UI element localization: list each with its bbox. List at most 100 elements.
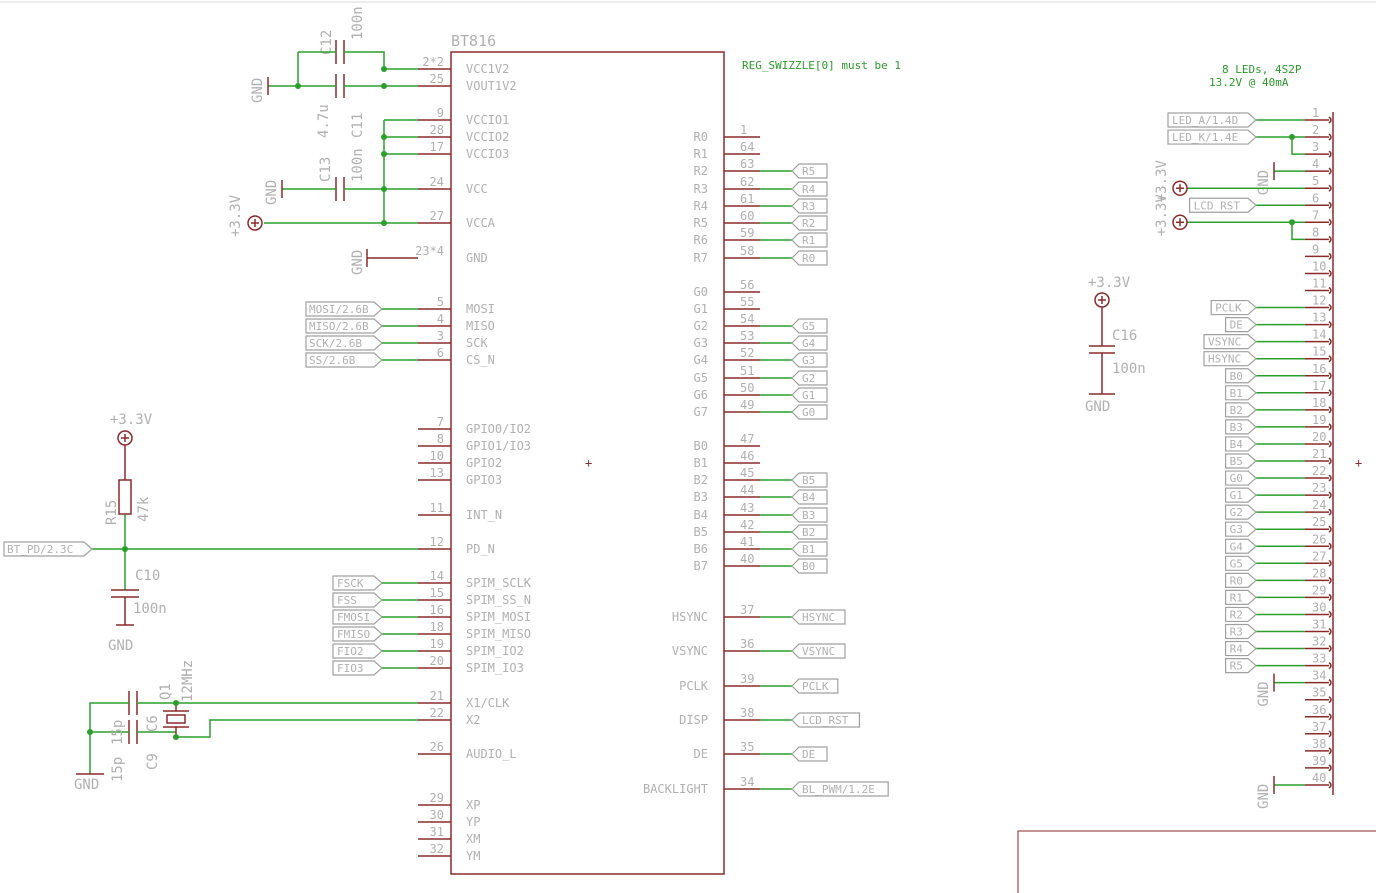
net-label: G5 bbox=[1230, 557, 1243, 570]
v33-label-2: +3.3V bbox=[110, 412, 153, 428]
pin-name: R5 bbox=[694, 216, 708, 230]
net-label: FIO2 bbox=[337, 645, 364, 658]
pin-number: 40 bbox=[740, 552, 754, 566]
pin-number: 22 bbox=[1312, 464, 1326, 478]
pin-name: B1 bbox=[694, 456, 708, 470]
gnd-label: GND bbox=[1256, 784, 1272, 809]
c16-name: C16 bbox=[1112, 328, 1137, 344]
pin-name: R6 bbox=[694, 233, 708, 247]
pin-number: 22 bbox=[430, 706, 444, 720]
pin-number: 8 bbox=[437, 432, 444, 446]
pin-number: 17 bbox=[1312, 379, 1326, 393]
pin-name: G5 bbox=[694, 371, 708, 385]
pin-number: 7 bbox=[437, 415, 444, 429]
pin-number: 20 bbox=[1312, 430, 1326, 444]
right-pin-1: 1R0 bbox=[694, 123, 760, 144]
pin-name: R0 bbox=[694, 130, 708, 144]
pin-name: VCCIO1 bbox=[466, 113, 509, 127]
pin-name: VCCIO2 bbox=[466, 130, 509, 144]
pin-name: SCK bbox=[466, 336, 488, 350]
connector-pin-5: 5+3.3V bbox=[1154, 159, 1332, 202]
pin-number: 9 bbox=[437, 106, 444, 120]
pin-number: 3 bbox=[437, 329, 444, 343]
pin-name: R7 bbox=[694, 251, 708, 265]
r15-value: 47k bbox=[136, 496, 152, 522]
pin-number: 39 bbox=[1312, 754, 1326, 768]
pin-number: 60 bbox=[740, 209, 754, 223]
pin-number: 32 bbox=[430, 842, 444, 856]
pin-name: SPIM_SCLK bbox=[466, 576, 532, 590]
pin-number: 28 bbox=[1312, 566, 1326, 580]
net-label: B2 bbox=[1230, 404, 1243, 417]
pin-name: B2 bbox=[694, 473, 708, 487]
pin-number: 11 bbox=[1312, 277, 1326, 291]
pin-number: 51 bbox=[740, 364, 754, 378]
net-label: R2 bbox=[1230, 608, 1243, 621]
q1-name: Q1 bbox=[158, 683, 174, 700]
pin-number: 26 bbox=[1312, 532, 1326, 546]
pin-name: SPIM_SS_N bbox=[466, 593, 531, 607]
net-label: G2 bbox=[1230, 506, 1243, 519]
pin-number: 13 bbox=[1312, 311, 1326, 325]
c6-name: C6 bbox=[145, 715, 161, 732]
pin-number: 15 bbox=[430, 586, 444, 600]
net-label: G0 bbox=[1230, 472, 1243, 485]
net-label: B4 bbox=[1230, 438, 1244, 451]
gnd-label-3: GND bbox=[350, 250, 366, 275]
c11-value: 4.7u bbox=[316, 104, 332, 138]
chip-name: BT816 bbox=[451, 32, 496, 50]
pin-number: 23 bbox=[1312, 481, 1326, 495]
pin-name: G4 bbox=[694, 353, 708, 367]
pin-number: 13 bbox=[430, 466, 444, 480]
net-label: VSYNC bbox=[1208, 336, 1241, 349]
pd-net-flag: BT_PD/2.3C bbox=[7, 543, 73, 556]
pin-name: GND bbox=[466, 251, 488, 265]
net-label: R5 bbox=[802, 165, 815, 178]
pin-number: 31 bbox=[1312, 618, 1326, 632]
net-label: G4 bbox=[802, 337, 816, 350]
connector-pin-39: 39 bbox=[1305, 754, 1332, 772]
pin-number: 34 bbox=[1312, 669, 1326, 683]
pin-number: 16 bbox=[1312, 362, 1326, 376]
pin-name: VSYNC bbox=[672, 644, 708, 658]
pin-name: B7 bbox=[694, 559, 708, 573]
pin-number: 1 bbox=[740, 123, 747, 137]
connector-pin-37: 37 bbox=[1305, 720, 1332, 738]
c9-name: C9 bbox=[145, 753, 161, 770]
net-label: SCK/2.6B bbox=[309, 337, 362, 350]
pin-number: 62 bbox=[740, 175, 754, 189]
pin-number: 34 bbox=[740, 775, 754, 789]
pin-name: VCCIO3 bbox=[466, 147, 509, 161]
pin-number: 18 bbox=[430, 620, 444, 634]
net-label: R4 bbox=[802, 183, 816, 196]
pin-number: 25 bbox=[1312, 515, 1326, 529]
net-label: B3 bbox=[1230, 421, 1243, 434]
pin-number: 6 bbox=[437, 346, 444, 360]
pin-number: 16 bbox=[430, 603, 444, 617]
pin-number: 38 bbox=[1312, 737, 1326, 751]
pin-name: XM bbox=[466, 832, 480, 846]
